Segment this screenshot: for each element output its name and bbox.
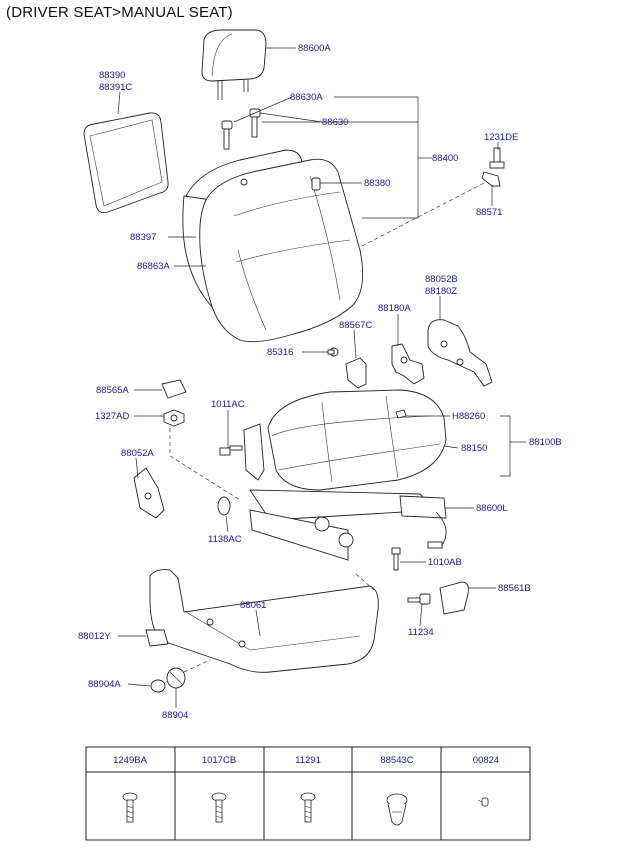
cap-88012y-part <box>145 629 169 647</box>
label-88567c: 88567C <box>339 320 372 331</box>
cover-88561b-part <box>439 581 469 615</box>
knob-88904-parts <box>150 659 211 693</box>
label-88180a: 88180A <box>378 303 411 314</box>
bolt-1011ac-part <box>219 445 243 456</box>
label-88561b: 88561B <box>498 583 531 594</box>
label-88600a: 88600A <box>298 43 331 54</box>
label-88012y: 88012Y <box>78 631 111 642</box>
label-88600l: 88600L <box>476 503 508 514</box>
callout-labels: 88600A 88630A 88630 88390 88391C 88400 1… <box>78 43 562 721</box>
diagram-title: (DRIVER SEAT>MANUAL SEAT) <box>6 4 233 21</box>
label-1327ad: 1327AD <box>95 411 129 422</box>
label-88400: 88400 <box>432 153 458 164</box>
table-header-88543c: 88543C <box>380 755 413 766</box>
label-88630a: 88630A <box>290 92 323 103</box>
label-1138ac: 1138AC <box>208 534 242 545</box>
seat-cushion-part <box>267 389 447 491</box>
label-1011ac: 1011AC <box>211 399 245 410</box>
label-11234: 11234 <box>408 627 434 638</box>
table-header-00824: 00824 <box>473 755 499 766</box>
label-h88260: H88260 <box>452 411 485 422</box>
table-header-11291: 11291 <box>295 755 321 766</box>
label-86863a: 86863A <box>137 261 170 272</box>
nut-1138ac-part <box>217 496 231 516</box>
hinge-cover-right <box>427 319 493 387</box>
label-88052b: 88052B <box>425 274 458 285</box>
label-88052a: 88052A <box>121 448 154 459</box>
clip-icon <box>386 793 408 826</box>
label-88390: 88390 <box>99 70 125 81</box>
bolt-11234-part <box>407 593 431 605</box>
seat-back-part <box>182 149 364 343</box>
hinge-cover-left <box>133 467 165 519</box>
label-88397: 88397 <box>130 232 156 243</box>
nut-1327ad-part <box>163 409 185 427</box>
headrest-part <box>201 29 267 100</box>
recliner-part <box>391 343 425 385</box>
screw-icon <box>211 792 227 823</box>
screw-icon <box>122 792 138 823</box>
label-1010ab: 1010AB <box>428 557 462 568</box>
label-88630: 88630 <box>322 117 348 128</box>
pin-icon <box>477 797 489 807</box>
label-88061: 88061 <box>240 600 266 611</box>
knob-and-clip-parts <box>327 347 367 389</box>
label-88150: 88150 <box>461 443 487 454</box>
label-88571: 88571 <box>476 207 502 218</box>
table-header-1249ba: 1249BA <box>113 755 147 766</box>
seat-track-part <box>169 423 447 561</box>
headrest-guide-parts <box>221 108 261 150</box>
side-shield-part <box>149 569 379 673</box>
label-88180z: 88180Z <box>425 286 457 297</box>
cap-88565a-part <box>161 379 187 399</box>
label-1231de: 1231DE <box>484 132 518 143</box>
label-88391c: 88391C <box>99 82 132 93</box>
label-85316: 85316 <box>267 347 293 358</box>
leader-lines <box>117 47 526 708</box>
bolt-and-bracket-parts <box>361 147 505 247</box>
label-88904a: 88904A <box>88 679 121 690</box>
table-header-1017cb: 1017CB <box>202 755 236 766</box>
bolt-1010ab-part <box>391 547 401 571</box>
back-cover-panel <box>83 112 169 214</box>
label-88100b: 88100B <box>529 437 562 448</box>
label-88380: 88380 <box>364 178 390 189</box>
screw-icon <box>300 792 316 823</box>
label-88904: 88904 <box>162 710 188 721</box>
hardware-table: 1249BA 1017CB 11291 88543C 00824 <box>85 746 531 841</box>
label-88565a: 88565A <box>96 385 129 396</box>
